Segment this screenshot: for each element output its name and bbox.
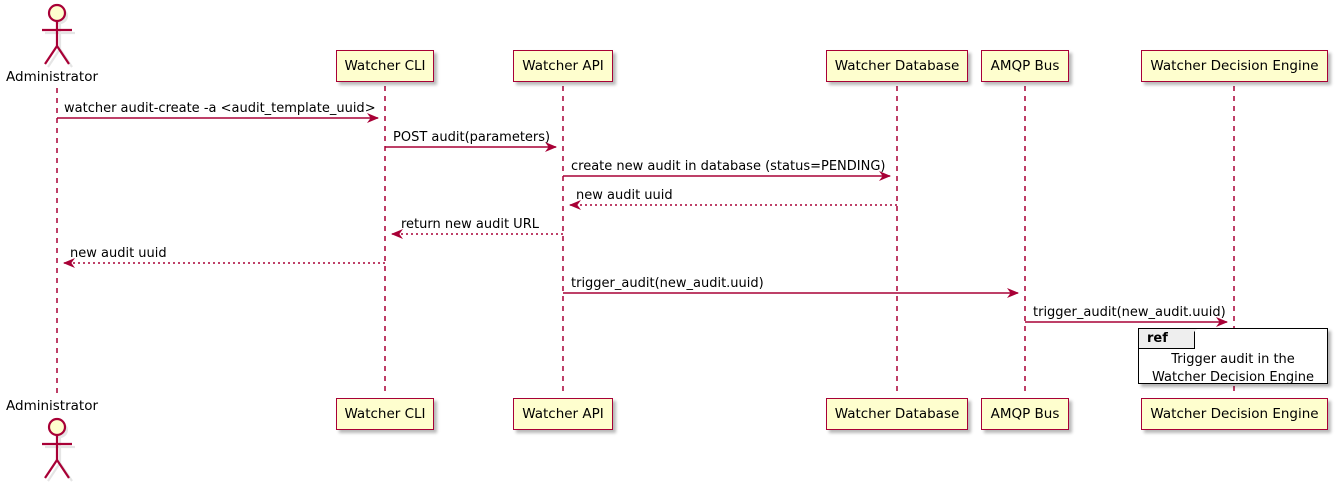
actor-administrator-bottom: [42, 417, 75, 482]
actor-label-administrator-bottom: Administrator: [6, 398, 99, 414]
participant-box-watcher-api-top[interactable]: Watcher API: [513, 50, 613, 82]
participant-label: AMQP Bus: [990, 406, 1060, 422]
ref-fragment-tab-corner: [1187, 329, 1197, 339]
participant-box-watcher-database-bottom[interactable]: Watcher Database: [826, 398, 968, 430]
actor-label-administrator-top: Administrator: [6, 69, 99, 85]
participant-label: Watcher API: [522, 58, 604, 74]
participant-box-watcher-decision-engine-top[interactable]: Watcher Decision Engine: [1141, 50, 1328, 82]
participant-box-watcher-cli-bottom[interactable]: Watcher CLI: [336, 398, 434, 430]
participant-label: Watcher Database: [834, 58, 960, 74]
participant-label: Watcher Decision Engine: [1150, 58, 1319, 74]
participant-box-amqp-bus-top[interactable]: AMQP Bus: [981, 50, 1069, 82]
participant-box-watcher-cli-top[interactable]: Watcher CLI: [336, 50, 434, 82]
message-label-5: return new audit URL: [401, 217, 539, 232]
participant-label: Watcher CLI: [344, 406, 426, 422]
participant-label: Watcher Decision Engine: [1150, 406, 1319, 422]
message-label-7: trigger_audit(new_audit.uuid): [571, 276, 764, 291]
ref-fragment-line-1: Trigger audit in the: [1171, 352, 1295, 367]
ref-fragment-line-2: Watcher Decision Engine: [1152, 370, 1314, 385]
message-label-8: trigger_audit(new_audit.uuid): [1033, 305, 1226, 320]
lifelines: [56, 86, 1235, 396]
participant-box-watcher-api-bottom[interactable]: Watcher API: [513, 398, 613, 430]
participant-label: Watcher API: [522, 406, 604, 422]
ref-fragment-body: Trigger audit in the Watcher Decision En…: [1139, 351, 1327, 387]
ref-fragment: ref Trigger audit in the Watcher Decisio…: [1138, 328, 1328, 387]
message-label-1: watcher audit-create -a <audit_template_…: [64, 101, 376, 116]
participant-box-watcher-database-top[interactable]: Watcher Database: [826, 50, 968, 82]
participant-box-amqp-bus-bottom[interactable]: AMQP Bus: [981, 398, 1069, 430]
participant-label: Watcher Database: [834, 406, 960, 422]
participant-label: Watcher CLI: [344, 58, 426, 74]
ref-fragment-tab: ref: [1139, 329, 1195, 349]
ref-fragment-tab-label: ref: [1147, 331, 1168, 346]
message-label-4: new audit uuid: [576, 188, 673, 203]
message-label-3: create new audit in database (status=PEN…: [571, 159, 886, 174]
participant-box-watcher-decision-engine-bottom[interactable]: Watcher Decision Engine: [1141, 398, 1328, 430]
message-label-2: POST audit(parameters): [393, 130, 551, 145]
message-label-6: new audit uuid: [70, 246, 167, 261]
actor-administrator-top: [42, 3, 75, 68]
participant-label: AMQP Bus: [990, 58, 1060, 74]
